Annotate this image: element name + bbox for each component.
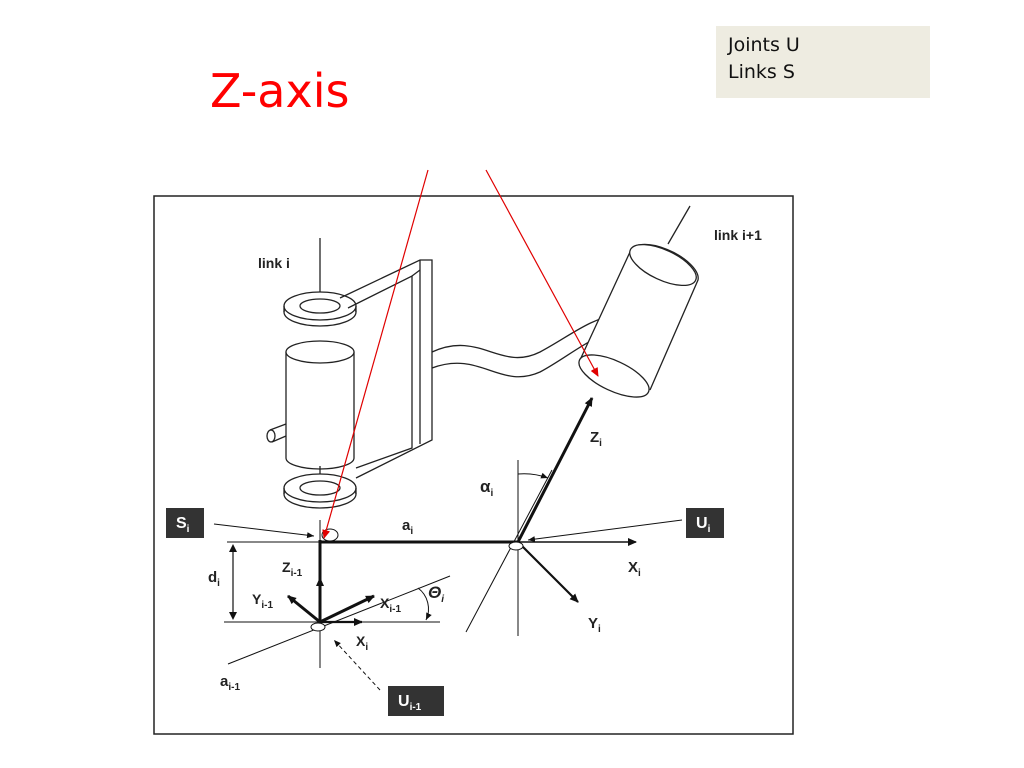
label-link-i: link i — [258, 255, 290, 271]
legend-box: Joints U Links S — [716, 26, 930, 98]
slide-title: Z-axis — [210, 64, 350, 118]
label-a-i-1: ai-1 — [220, 673, 240, 693]
label-X-i-1: Xi-1 — [380, 595, 401, 615]
link-i1-drawing — [578, 205, 699, 398]
label-a-i: ai — [402, 517, 413, 537]
label-S-i-box: Si — [166, 508, 204, 538]
label-U-i-box: Ui — [686, 508, 724, 538]
legend-joints: Joints U — [728, 34, 800, 56]
svg-text:Ui: Ui — [696, 515, 711, 535]
svg-text:Si: Si — [176, 515, 190, 535]
label-X-i-low: Xi — [356, 633, 368, 653]
red-pointer-right — [485, 169, 599, 377]
label-X-i: Xi — [628, 559, 641, 579]
pointer-lines — [213, 519, 683, 691]
link-i-drawing — [266, 238, 628, 509]
svg-text:Ui-1: Ui-1 — [398, 693, 422, 713]
frame-i — [465, 397, 637, 636]
legend-links: Links S — [728, 61, 795, 83]
label-Y-i: Yi — [588, 615, 601, 635]
label-U-i-1-box: Ui-1 — [388, 686, 444, 716]
label-Z-i-1: Zi-1 — [282, 559, 303, 579]
label-alpha-i: αi — [480, 477, 493, 499]
label-link-i1: link i+1 — [714, 227, 762, 243]
label-Y-i-1: Yi-1 — [252, 591, 273, 611]
red-pointers — [322, 169, 599, 539]
label-theta-i: Θi — [428, 583, 444, 605]
label-Z-i: Zi — [590, 429, 602, 449]
label-d-i: di — [208, 569, 220, 589]
red-pointer-left — [322, 169, 429, 539]
